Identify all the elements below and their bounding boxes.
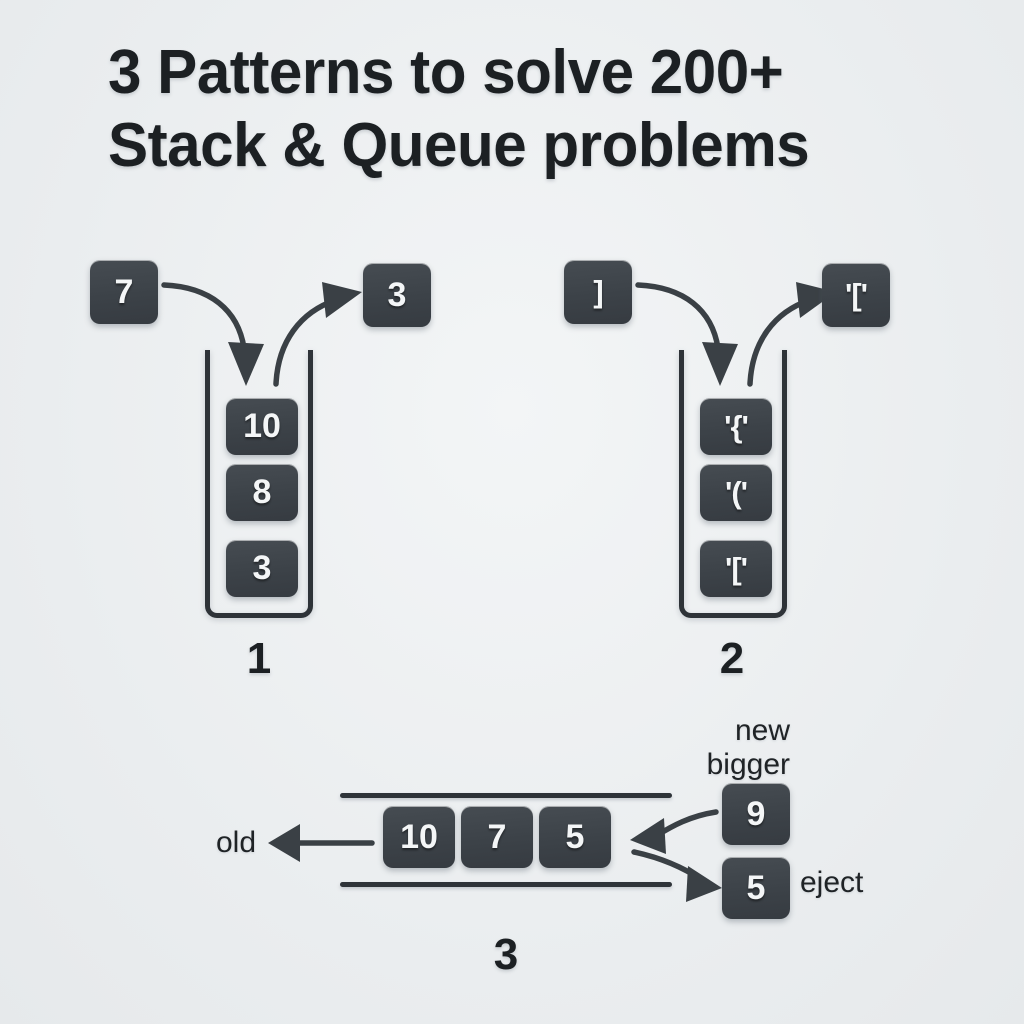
title-line-1: 3 Patterns to solve 200+ xyxy=(108,38,784,107)
new-bigger-tile[interactable]: 9 xyxy=(722,783,790,845)
deque-item-1[interactable]: 7 xyxy=(461,806,533,868)
pattern2-stack-item-1[interactable]: '(' xyxy=(700,464,772,521)
title-line-2: Stack & Queue problems xyxy=(108,111,810,181)
pattern2-input-tile[interactable]: ] xyxy=(564,260,632,324)
eject-label: eject xyxy=(800,866,864,899)
old-arrow xyxy=(268,824,375,862)
pattern1-stack-item-0[interactable]: 10 xyxy=(226,398,298,455)
eject-tile[interactable]: 5 xyxy=(722,857,790,919)
pattern1-stack-item-2[interactable]: 3 xyxy=(226,540,298,597)
deque-rail-top xyxy=(340,793,672,798)
pattern2-stack-item-0[interactable]: '{' xyxy=(700,398,772,455)
pattern3-number: 3 xyxy=(493,930,519,979)
deque-rail-bottom xyxy=(340,882,672,887)
eject-arrow xyxy=(631,849,722,902)
pattern2-output-tile[interactable]: '[' xyxy=(822,263,890,327)
pattern1-number: 1 xyxy=(246,634,272,683)
deque-item-0[interactable]: 10 xyxy=(383,806,455,868)
old-label: old xyxy=(216,826,257,859)
new-bigger-label-line-1: new xyxy=(734,714,790,747)
pattern2-number: 2 xyxy=(719,634,745,683)
deque-item-2[interactable]: 5 xyxy=(539,806,611,868)
pattern2-stack-item-2[interactable]: '[' xyxy=(700,540,772,597)
pattern1-stack-frame xyxy=(205,350,313,618)
pattern1-output-tile[interactable]: 3 xyxy=(363,263,431,327)
pattern1-input-tile[interactable]: 7 xyxy=(90,260,158,324)
pattern1-stack-item-1[interactable]: 8 xyxy=(226,464,298,521)
pattern2-stack-frame xyxy=(679,350,787,618)
new-bigger-label-line-2: bigger xyxy=(706,747,790,781)
new-bigger-arrow xyxy=(630,809,719,854)
page-title: 3 Patterns to solve 200+ Stack & Queue p… xyxy=(108,36,923,182)
new-bigger-label: new bigger xyxy=(680,714,790,781)
